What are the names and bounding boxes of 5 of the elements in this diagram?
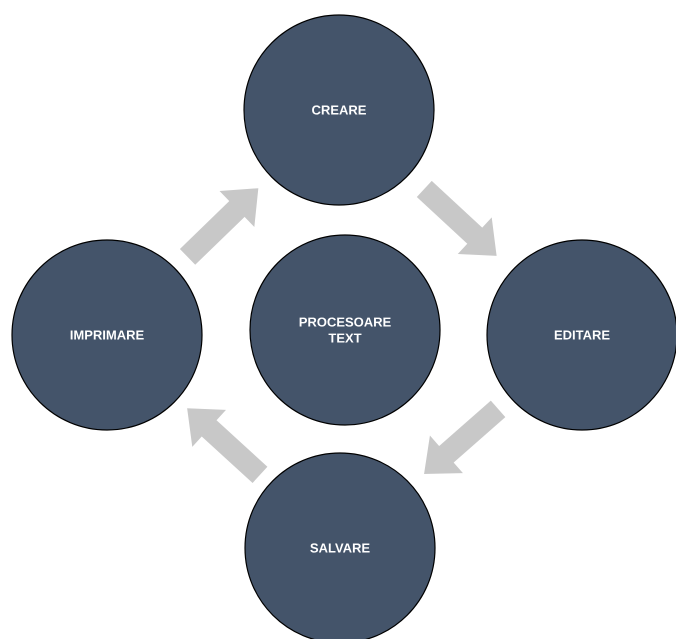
circle-node: SALVARE	[244, 452, 436, 639]
circle-node: PROCESOARE TEXT	[249, 234, 441, 426]
circle-node: IMPRIMARE	[11, 239, 203, 431]
circle-node: CREARE	[243, 14, 435, 206]
circle-node: EDITARE	[486, 239, 676, 431]
